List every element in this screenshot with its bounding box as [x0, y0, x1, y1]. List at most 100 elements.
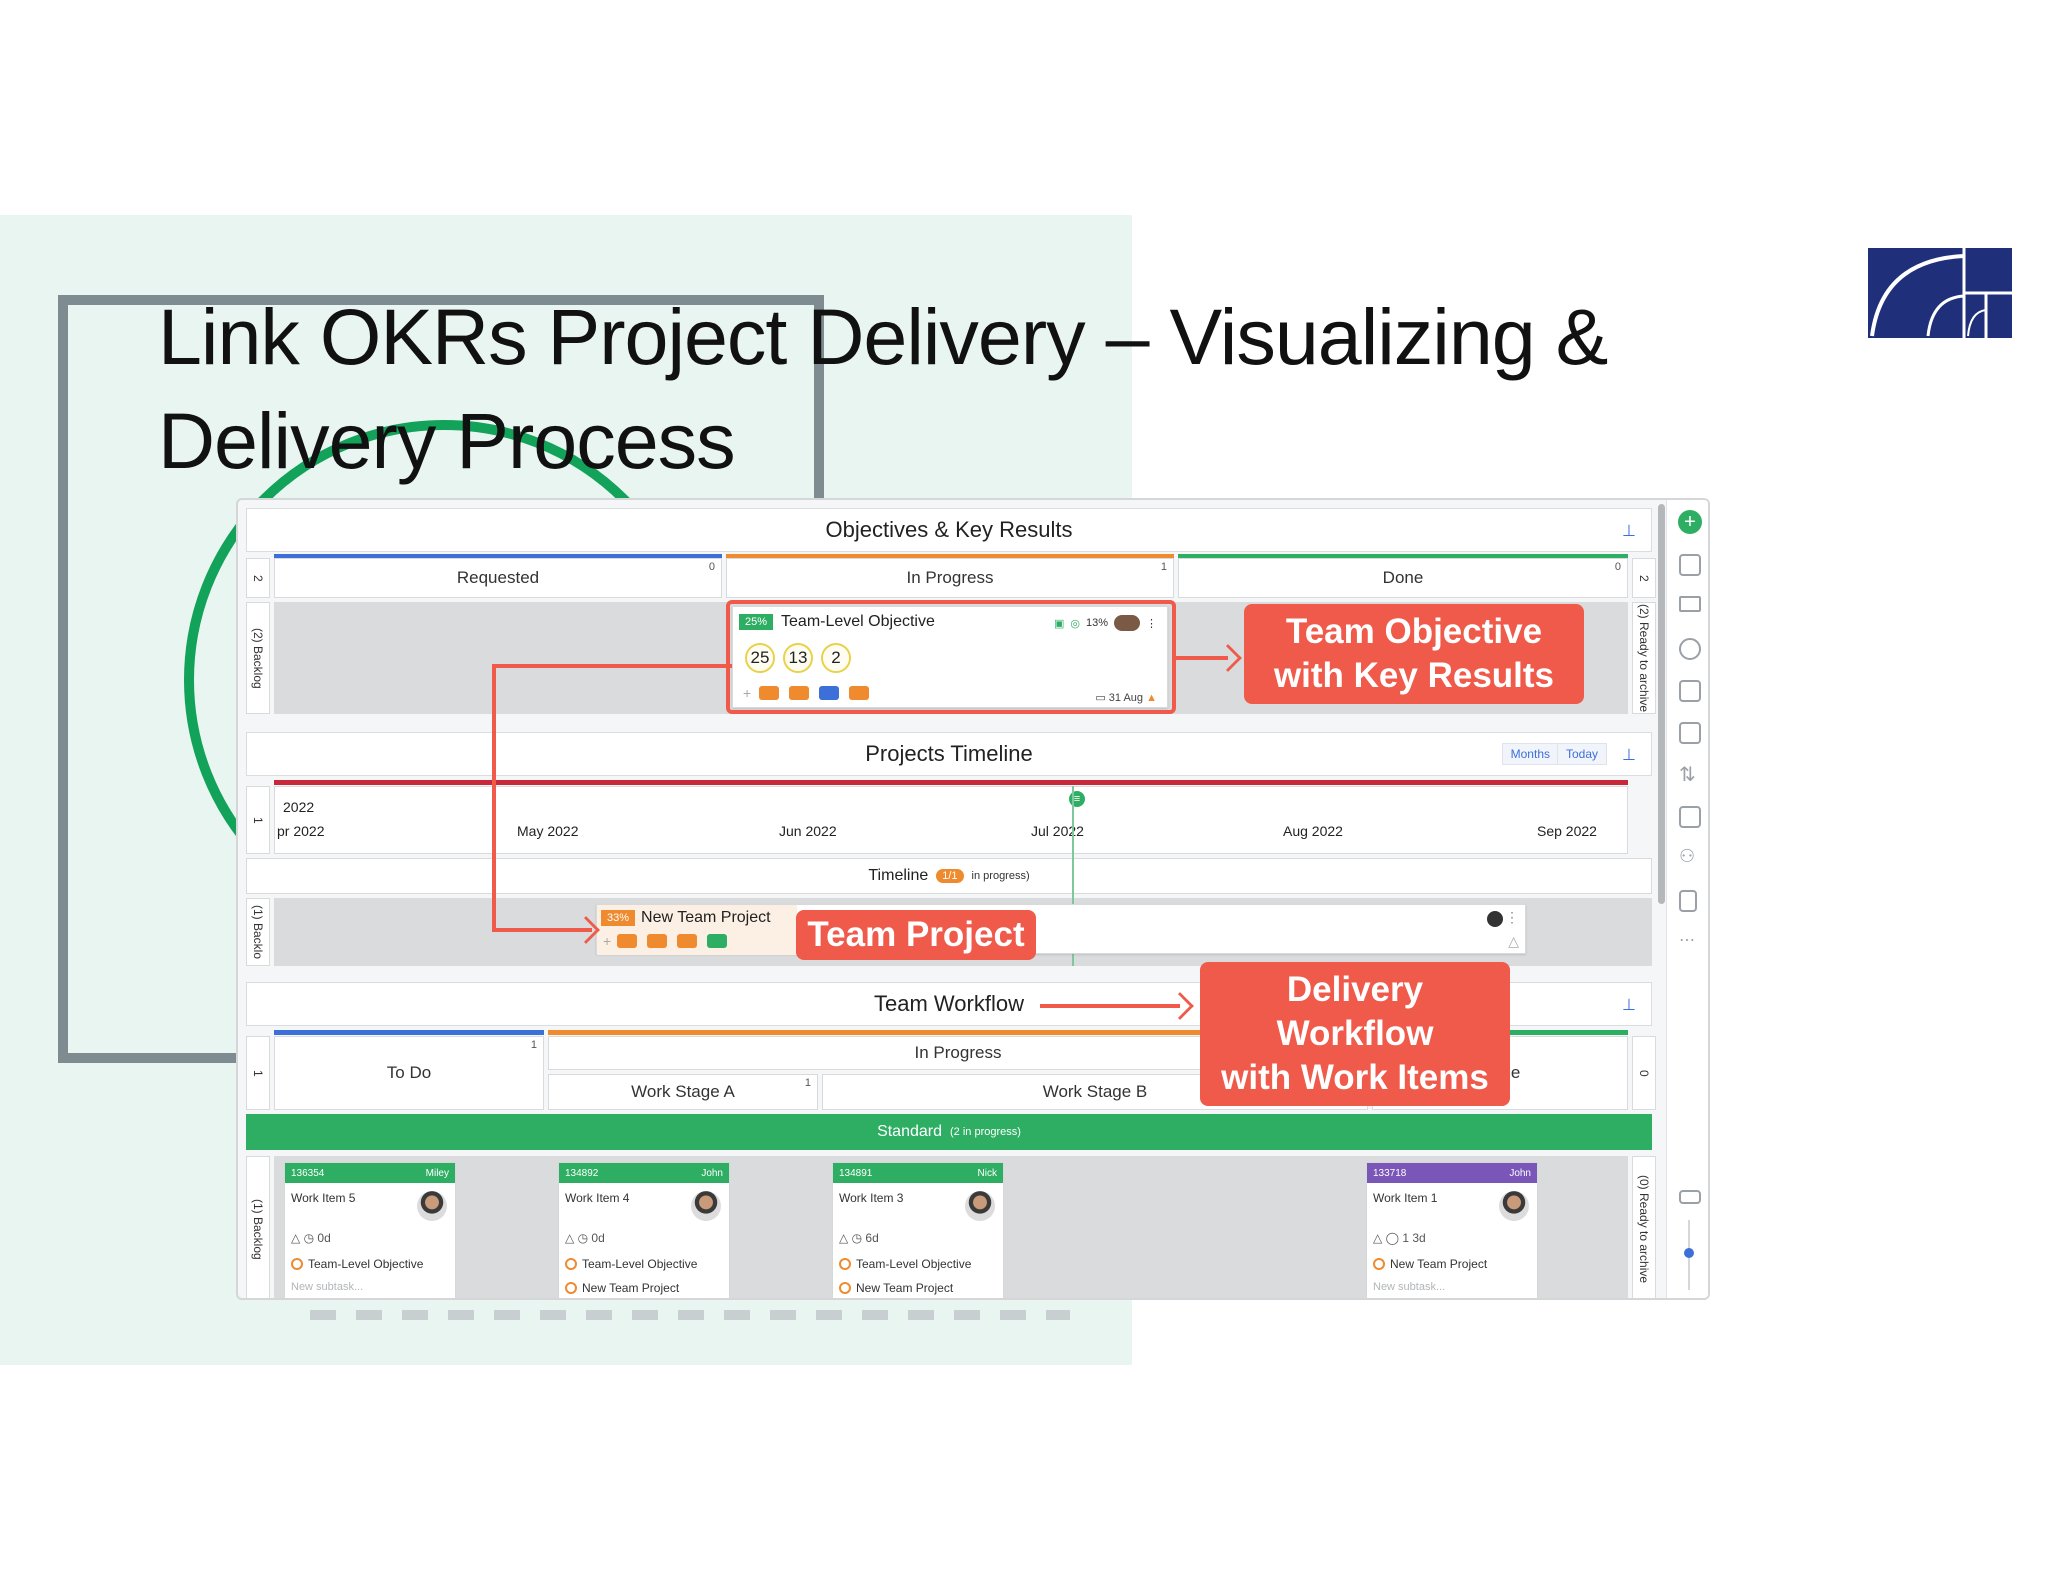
column-done[interactable]: Done 0 — [1178, 558, 1628, 598]
timeline-scale[interactable]: 2022 pr 2022 May 2022 Jun 2022 Jul 2022 … — [274, 786, 1628, 854]
workflow-backlog-tab[interactable]: (1) Backlog — [246, 1156, 270, 1298]
work-item-duration: 6d — [865, 1231, 879, 1245]
link-icon — [291, 1258, 303, 1270]
panel-icon[interactable] — [1679, 1190, 1701, 1204]
add-icon[interactable]: + — [603, 933, 612, 949]
swimlane-note: (2 in progress) — [950, 1126, 1021, 1138]
pin-icon[interactable]: ⊥ — [1622, 523, 1636, 540]
child-item[interactable] — [647, 934, 668, 948]
column-stage-a-label: Work Stage A — [631, 1082, 735, 1101]
timeline-status: in progress) — [971, 870, 1030, 882]
months-button[interactable]: Months — [1501, 743, 1559, 765]
clock-icon: ◷ — [303, 1231, 315, 1245]
pin-icon[interactable]: ⊥ — [1622, 747, 1636, 764]
clock-icon: ◷ — [577, 1231, 589, 1245]
project-title: New Team Project — [641, 909, 771, 926]
work-item-link[interactable]: New Team Project — [1390, 1257, 1488, 1271]
work-item-link[interactable]: New Team Project — [856, 1281, 954, 1295]
add-icon[interactable]: + — [1678, 510, 1702, 534]
callout-line: Delivery Workflow — [1276, 970, 1434, 1053]
work-item-id: 134891 — [839, 1167, 873, 1179]
board-main: Objectives & Key Results ⊥ 2 (2) Backlog… — [238, 500, 1664, 1298]
todo-bar — [274, 1030, 544, 1035]
objective-progress: 25% — [739, 614, 774, 630]
avatar — [965, 1191, 995, 1221]
more-icon[interactable]: ⋮ — [1146, 617, 1157, 630]
timeline-badge: 1/1 — [936, 869, 964, 883]
key-results: 25 13 2 — [745, 643, 859, 673]
work-item-link[interactable]: New Team Project — [582, 1281, 680, 1295]
kr-circle[interactable]: 13 — [783, 643, 813, 673]
edit-icon[interactable] — [1679, 806, 1701, 828]
kr-circle[interactable]: 25 — [745, 643, 775, 673]
timeline-row[interactable]: Timeline 1/1 in progress) — [246, 858, 1652, 894]
month-label: Jul 2022 — [1031, 823, 1084, 839]
work-item-link[interactable]: Team-Level Objective — [582, 1257, 698, 1271]
clock-icon[interactable] — [1679, 638, 1701, 660]
child-item[interactable] — [617, 934, 638, 948]
zoom-slider-handle[interactable] — [1684, 1248, 1694, 1258]
arrow-line — [1176, 656, 1228, 660]
more-icon[interactable]: ⋯ — [1679, 932, 1695, 949]
work-item-link[interactable]: Team-Level Objective — [856, 1257, 972, 1271]
card-template-icon[interactable] — [1679, 554, 1701, 576]
timeline-backlog-tab[interactable]: (1) Backlo — [246, 898, 270, 966]
add-icon[interactable]: + — [743, 685, 752, 701]
layout-icon[interactable] — [1679, 680, 1701, 702]
timeline-lane-header[interactable]: Projects Timeline Months Today ⊥ — [246, 732, 1652, 776]
document-icon[interactable] — [1679, 890, 1697, 912]
child-item[interactable] — [789, 686, 810, 700]
column-done-label: Done — [1382, 568, 1424, 587]
slide-title: Link OKRs Project Delivery – Visualizing… — [158, 285, 1608, 493]
okr-archive-tab[interactable]: (2) Ready to archive — [1632, 602, 1656, 714]
vertical-scrollbar[interactable] — [1658, 504, 1665, 904]
child-item[interactable] — [759, 686, 780, 700]
work-item-id: 136354 — [291, 1167, 325, 1179]
users-icon[interactable]: ⚇ — [1679, 846, 1696, 866]
okr-lane-header[interactable]: Objectives & Key Results ⊥ — [246, 508, 1652, 552]
child-item[interactable] — [677, 934, 698, 948]
swimlane-standard[interactable]: Standard (2 in progress) — [246, 1114, 1652, 1150]
child-item[interactable] — [819, 686, 840, 700]
column-stage-a[interactable]: Work Stage A 1 — [548, 1074, 818, 1110]
new-subtask-input[interactable]: New subtask... — [1373, 1281, 1446, 1293]
kr-circle[interactable]: 2 — [821, 643, 851, 673]
slide-title-line2: Delivery Process — [158, 396, 736, 485]
column-in-progress[interactable]: In Progress 1 — [726, 558, 1174, 598]
swimlane-label: Standard — [877, 1123, 942, 1140]
today-button[interactable]: Today — [1556, 743, 1607, 765]
work-item-link[interactable]: Team-Level Objective — [308, 1257, 424, 1271]
workflow-archive-tab[interactable]: (0) Ready to archive — [1632, 1156, 1656, 1298]
sort-icon[interactable]: ⇅ — [1679, 764, 1696, 786]
link-icon — [839, 1258, 851, 1270]
warning-icon: △ — [839, 1231, 849, 1245]
column-todo[interactable]: To Do 1 — [274, 1036, 544, 1110]
decorative-dashes — [310, 1310, 1070, 1320]
pin-icon[interactable]: ⊥ — [1622, 997, 1636, 1014]
project-bar[interactable]: 33% New Team Project + ⋮ △ — [596, 904, 1526, 955]
avatar — [691, 1191, 721, 1221]
column-requested[interactable]: Requested 0 — [274, 558, 722, 598]
work-item-name: Work Item 1 — [1373, 1191, 1438, 1205]
timeline-lane-title: Projects Timeline — [865, 741, 1033, 766]
new-subtask-input[interactable]: New subtask... — [291, 1281, 364, 1293]
child-item[interactable] — [707, 934, 728, 948]
objective-card[interactable]: 25% Team-Level Objective ▣ ◎ 13% ⋮ 25 13… — [732, 606, 1168, 708]
link-icon — [1373, 1258, 1385, 1270]
okr-backlog-tab[interactable]: (2) Backlog — [246, 602, 270, 714]
child-item[interactable] — [849, 686, 870, 700]
column-requested-count: 0 — [708, 561, 715, 573]
filter-icon[interactable] — [1679, 596, 1701, 612]
callout-team-objective: Team Objective with Key Results — [1244, 604, 1584, 704]
work-item-id: 133718 — [1373, 1167, 1407, 1179]
more-icon[interactable]: ⋮ — [1505, 909, 1519, 925]
work-item-name: Work Item 5 — [291, 1191, 356, 1205]
callout-team-project: Team Project — [796, 910, 1036, 960]
image-icon[interactable] — [1679, 722, 1701, 744]
